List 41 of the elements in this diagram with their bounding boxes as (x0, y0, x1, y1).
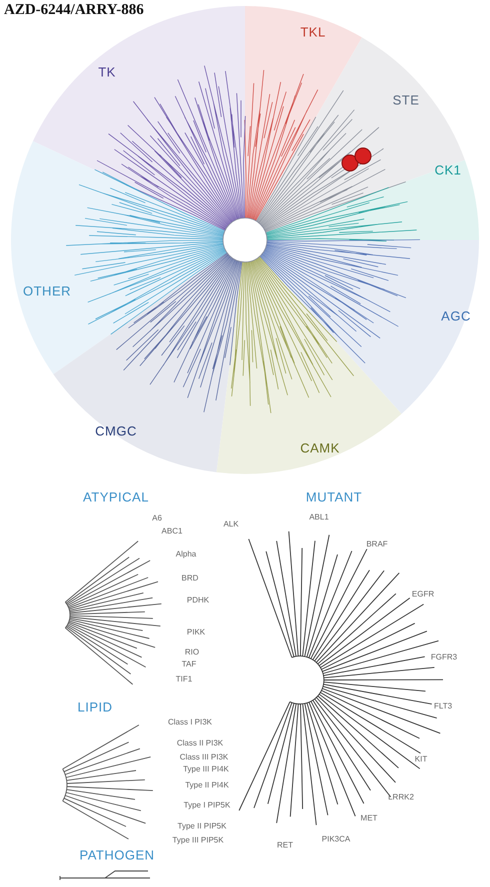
kinase-label: EGFR (412, 590, 434, 598)
kinase-label: RET (277, 840, 293, 850)
kinase-label: PIK3CA (322, 834, 350, 844)
kinase-label: LRRK2 (388, 792, 414, 802)
kinase-label: Class III PI3K (180, 752, 228, 762)
kinase-label: TAF (182, 660, 196, 668)
kinase-label: Class I PI3K (168, 718, 212, 726)
kinase-label: Type I PIP5K (184, 800, 230, 810)
kinase-label: RIO (184, 648, 200, 656)
chart-title: AZD-6244/ARRY-886 (4, 2, 144, 19)
group-heading: ATYPICAL (83, 490, 149, 504)
kinase-label: TIF1 (176, 674, 192, 684)
group-heading: MUTANT (306, 490, 362, 504)
kinase-label: ABL1 (309, 512, 329, 522)
family-label: CK1 (434, 162, 462, 178)
kinase-label: FLT3 (434, 702, 452, 710)
kinase-label: FGFR3 (430, 652, 458, 662)
kinase-label: KIT (414, 754, 428, 764)
family-label: OTHER (23, 284, 71, 298)
kinase-label: Type III PIP5K (172, 836, 224, 844)
kinase-label: ABC1 (162, 526, 182, 536)
kinase-label: BRD (182, 574, 198, 582)
kinase-label: ALK (223, 520, 239, 528)
family-label: CMGC (95, 424, 137, 438)
kinase-label: A6 (152, 514, 162, 522)
kinase-label: MET (360, 814, 378, 822)
family-label: TK (98, 64, 116, 80)
kinase-label: BRAF (366, 540, 388, 548)
family-label: TKL (300, 24, 326, 40)
kinase-label: Alpha (176, 550, 196, 558)
kinase-label: PDHK (186, 596, 210, 604)
family-label: CAMK (300, 440, 340, 456)
kinase-label: Type III PI4K (183, 764, 229, 774)
kinase-label: PIKK (186, 628, 206, 636)
kinase-label: Class II PI3K (176, 738, 224, 748)
kinase-label: Type II PIP5K (178, 822, 226, 830)
family-label: AGC (441, 308, 471, 324)
group-heading: LIPID (78, 700, 112, 714)
group-heading: PATHOGEN (79, 848, 155, 862)
kinase-label: Type II PI4K (185, 780, 229, 790)
family-label: STE (392, 92, 420, 108)
